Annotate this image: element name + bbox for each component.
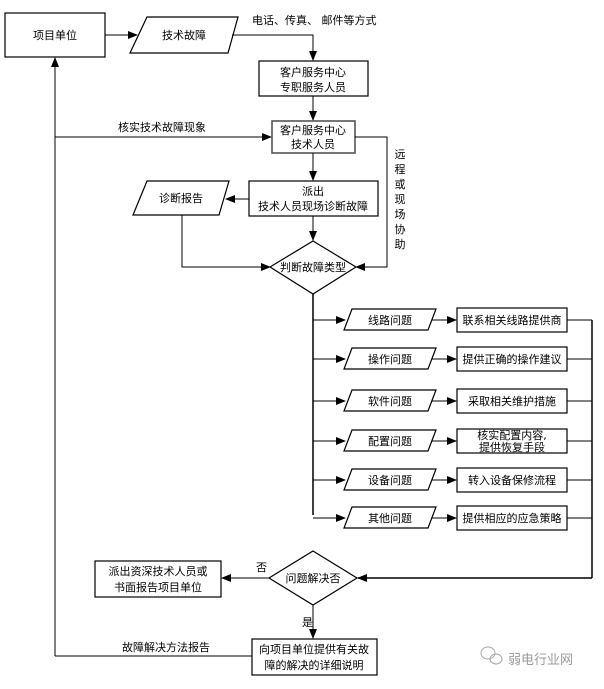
problem-row: 软件问题 采取相关维护措施 — [313, 388, 592, 414]
resolved-decision: 问题解决否 — [267, 550, 359, 606]
action-box — [456, 388, 568, 414]
diagnosis-report-label: 诊断报告 — [159, 191, 203, 205]
problem-type-label: 软件问题 — [368, 394, 412, 408]
problem-type-shape — [343, 308, 437, 331]
problem-type-label: 设备问题 — [368, 473, 412, 487]
project-unit-node: 项目单位 — [4, 12, 106, 58]
senior-line2: 书面报告项目单位 — [114, 580, 202, 594]
problem-type-label: 操作问题 — [368, 352, 412, 366]
remote-char: 协 — [395, 222, 406, 236]
dispatch-line2: 技术人员现场诊断故障 — [258, 199, 368, 213]
project-unit-label: 项目单位 — [33, 28, 77, 42]
remote-char: 场 — [395, 207, 406, 221]
action-label: 核实配置内容, — [477, 428, 547, 442]
problem-type-shape — [343, 347, 437, 370]
no-label: 否 — [256, 561, 267, 574]
tech-fault-label: 技术故障 — [162, 28, 206, 42]
action-label: 提供相应的应急策略 — [463, 511, 562, 525]
action-box — [456, 467, 568, 493]
cs-center-tech-node: 客户服务中心 技术人员 — [271, 120, 356, 154]
action-label: 提供恢复手段 — [479, 440, 545, 454]
senior-line1: 派出资深技术人员或 — [109, 564, 208, 578]
arrow-remote-assist — [355, 136, 388, 271]
final-line2: 障的解决的详细说明 — [265, 658, 364, 672]
watermark-text: 弱电行业网 — [508, 653, 573, 668]
arrow-fault-to-cs1 — [232, 34, 317, 61]
remote-assist-label: 远 程 或 现 场 协 助 — [395, 148, 406, 251]
tech-fault-node: 技术故障 — [129, 16, 239, 54]
problem-type-label: 配置问题 — [368, 435, 412, 448]
action-label: 采取相关维护措施 — [468, 394, 556, 408]
judge-type-label: 判断故障类型 — [280, 260, 346, 274]
final-line1: 向项目单位提供有关故 — [259, 642, 369, 656]
remote-char: 程 — [395, 163, 406, 176]
cs1-line2: 专职服务人员 — [280, 80, 346, 94]
final-explanation-node: 向项目单位提供有关故 障的解决的详细说明 — [251, 638, 378, 676]
problem-row: 线路问题 联系相关线路提供商 — [313, 307, 592, 333]
wechat-icon — [480, 646, 503, 665]
problem-type-shape — [343, 429, 437, 452]
problem-type-shape — [343, 468, 437, 491]
contact-methods-label: 电话、传真、 邮件等方式 — [252, 13, 377, 27]
remote-char: 助 — [395, 237, 406, 251]
cs-center-staff-node: 客户服务中心 专职服务人员 — [258, 60, 369, 97]
dispatch-line1: 派出 — [302, 184, 324, 198]
judge-type-decision: 判断故障类型 — [268, 240, 358, 295]
remote-char: 远 — [395, 148, 406, 161]
action-box — [456, 346, 568, 372]
problem-row: 其他问题 提供相应的应急策略 — [313, 505, 592, 531]
problem-type-shape — [343, 506, 437, 529]
cs1-line1: 客户服务中心 — [280, 65, 346, 79]
cs2-line1: 客户服务中心 — [280, 123, 346, 137]
action-box — [456, 307, 568, 333]
senior-staff-node: 派出资深技术人员或 书面报告项目单位 — [94, 560, 222, 598]
dispatch-node: 派出 技术人员现场诊断故障 — [248, 180, 379, 217]
problem-row: 设备问题 转入设备保修流程 — [313, 467, 592, 493]
problem-type-label: 其他问题 — [368, 512, 412, 525]
action-box — [456, 428, 568, 454]
yes-label: 是 — [302, 616, 313, 629]
problem-row: 操作问题 提供正确的操作建议 — [313, 346, 592, 372]
watermark: 弱电行业网 — [480, 646, 573, 668]
cs2-line2: 技术人员 — [291, 138, 335, 151]
arrow-report-to-judge — [181, 215, 271, 271]
problem-row: 配置问题 核实配置内容,提供恢复手段 — [313, 428, 592, 454]
remote-char: 现 — [395, 193, 406, 206]
verify-label: 核实技术故障现象 — [118, 120, 206, 134]
resolved-label: 问题解决否 — [286, 571, 341, 585]
diagnosis-report-node: 诊断报告 — [132, 180, 230, 216]
action-label: 联系相关线路提供商 — [463, 313, 562, 327]
problem-type-shape — [343, 389, 437, 412]
action-label: 转入设备保修流程 — [468, 473, 556, 487]
action-label: 提供正确的操作建议 — [463, 352, 562, 366]
problem-type-label: 线路问题 — [368, 313, 412, 327]
remote-char: 或 — [395, 178, 406, 191]
solution-report-label: 故障解决方法报告 — [122, 640, 210, 654]
